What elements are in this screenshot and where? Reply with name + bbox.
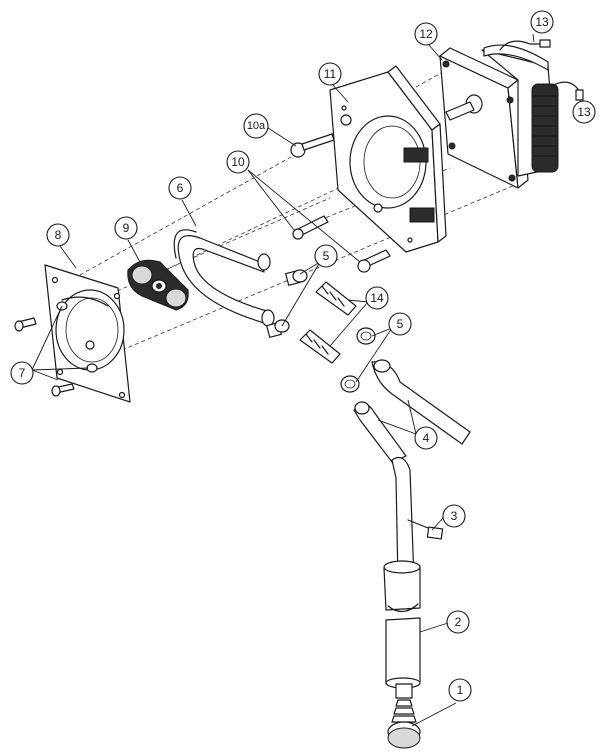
alignment-pins: [292, 215, 391, 273]
callout-10a-label: 10a: [247, 120, 266, 132]
callout-8-label: 8: [55, 228, 62, 242]
callout-1: 1: [448, 678, 472, 702]
callout-7: 7: [10, 361, 34, 385]
callout-5-lower: 5: [388, 312, 412, 336]
callout-13-right: 13: [572, 100, 596, 124]
callout-3: 3: [442, 504, 466, 528]
outlet-tube: [391, 457, 444, 583]
tube-clips-upper: [266, 269, 308, 338]
callout-6-label: 6: [177, 181, 184, 195]
callout-10-label: 10: [231, 155, 245, 169]
mounting-screw: [290, 133, 335, 158]
inlet-fitting: [387, 683, 421, 749]
callout-2: 2: [446, 610, 470, 634]
pump-housing: [329, 65, 447, 253]
u-tube: [173, 229, 275, 327]
motor-wires: [499, 39, 584, 101]
callout-7-label: 7: [19, 366, 26, 380]
callout-3-label: 3: [451, 509, 458, 523]
callout-13-top: 13: [530, 10, 554, 34]
cover-screws: [14, 301, 98, 397]
callout-11: 11: [318, 62, 342, 86]
callout-2-label: 2: [455, 615, 462, 629]
callout-1-label: 1: [457, 683, 464, 697]
tube-clips-lower: [340, 327, 376, 393]
callout-13-right-label: 13: [577, 105, 591, 119]
callout-6: 6: [168, 176, 192, 200]
callout-5-upper-label: 5: [323, 249, 330, 263]
tube-sleeve: [383, 560, 421, 689]
barbed-fittings: [299, 281, 357, 364]
motor-plate: [439, 47, 529, 189]
callout-9-label: 9: [123, 221, 130, 235]
callout-12: 12: [414, 22, 438, 46]
callout-8: 8: [46, 223, 70, 247]
callout-5-lower-label: 5: [397, 317, 404, 331]
motor-body: [481, 44, 559, 177]
callout-12-label: 12: [419, 27, 433, 41]
callout-9: 9: [114, 216, 138, 240]
callout-14: 14: [365, 286, 389, 310]
front-cover-plate: [44, 264, 131, 403]
rotor: [127, 259, 189, 311]
callout-5-upper: 5: [314, 244, 338, 268]
callout-13-top-label: 13: [535, 15, 549, 29]
leader-lines: [31, 33, 584, 727]
callout-11-label: 11: [324, 67, 337, 81]
tubing-pieces: [353, 359, 471, 463]
callout-14-label: 14: [370, 291, 384, 305]
callout-10: 10: [226, 150, 250, 174]
callout-4: 4: [414, 426, 438, 450]
callout-10a: 10a: [243, 113, 269, 139]
callout-4-label: 4: [423, 431, 430, 445]
